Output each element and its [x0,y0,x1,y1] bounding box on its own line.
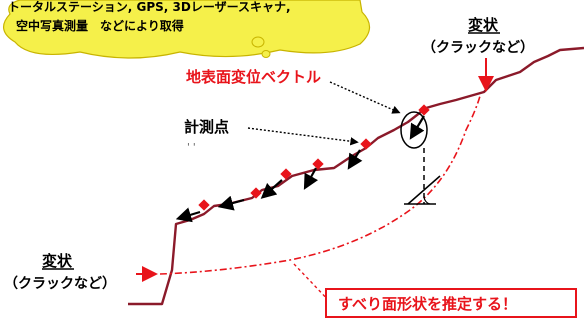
vector-label: 地表面変位ベクトル [186,68,321,86]
deformation-right-subtitle: （クラックなど） [422,40,534,56]
point-label: 計測点 [184,118,229,136]
deformation-left-title: 変状 [42,252,73,270]
cloud-callout: トータルステーション, GPS, 3Dレーザースキャナ, 空中写真測量 などによ… [3,0,371,59]
conclusion-banner [325,288,577,318]
slip-surface-line [159,95,481,275]
displacement-vector [303,167,319,190]
conclusion-banner-text: すべり面形状を推定する！ [338,295,517,313]
vector-leader-line [329,81,401,114]
displacement-vector [260,179,283,199]
cloud-bubble-1 [251,36,265,48]
measurement-point [280,168,292,180]
measurement-point [198,199,210,211]
point-leader-line [247,127,359,146]
measurement-point [360,138,372,150]
displacement-vector [175,207,201,223]
measurement-point [250,187,262,199]
highlight-ellipse [400,111,428,149]
displacement-vector [347,149,363,170]
ground-surface-line [128,46,584,306]
cloud-shape [3,0,371,59]
displacement-vector [409,115,425,140]
angle-diagram [404,148,441,205]
cloud-text-line2: 空中写真測量 などにより取得 [16,18,184,33]
deformation-left-subtitle: （クラックなど） [4,276,116,292]
measurement-points [198,104,430,211]
deformation-right-title: 変状 [468,16,499,34]
displacement-vector [217,195,245,211]
measurement-point [312,158,324,170]
artifact-mark: ' ' [187,142,196,153]
displacement-vectors [175,115,425,223]
cloud-bubble-2 [261,50,271,58]
cloud-text-line1: トータルステーション, GPS, 3Dレーザースキャナ, [8,0,291,14]
